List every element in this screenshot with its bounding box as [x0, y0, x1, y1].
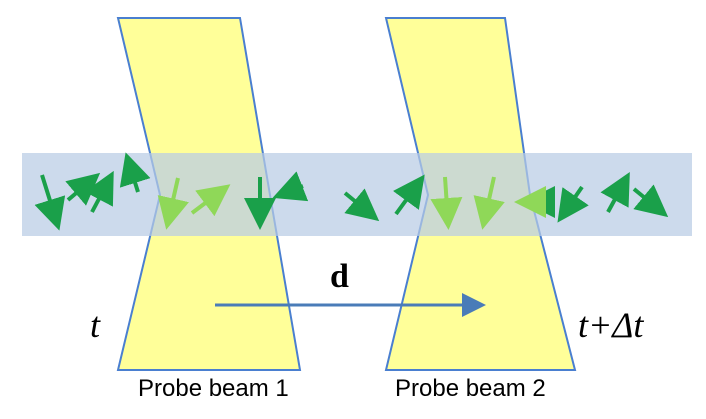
spin-arrow: [600, 171, 630, 213]
spin-arrow: [157, 177, 189, 230]
spin-arrow: [473, 176, 505, 230]
spin-arrow: [34, 174, 66, 231]
displacement-label: d: [330, 258, 349, 295]
spin-arrow: [119, 152, 151, 193]
spin-arrow: [84, 170, 114, 213]
time-start-label: t: [90, 305, 101, 345]
spin-arrow: [430, 176, 463, 230]
spin-arrow: [392, 174, 425, 216]
sample-slab: [22, 153, 692, 236]
spin-arrow: [272, 171, 309, 202]
probe-beam-1-caption: Probe beam 1: [138, 375, 289, 402]
spin-arrows-in-beam: [157, 176, 546, 230]
spin-arrow: [190, 184, 231, 217]
time-end-label: t+Δt: [578, 305, 644, 345]
spin-arrow: [632, 184, 669, 218]
spin-arrow: [557, 185, 589, 223]
probe-beam-2-caption: Probe beam 2: [395, 375, 546, 402]
spin-arrow: [343, 188, 380, 222]
